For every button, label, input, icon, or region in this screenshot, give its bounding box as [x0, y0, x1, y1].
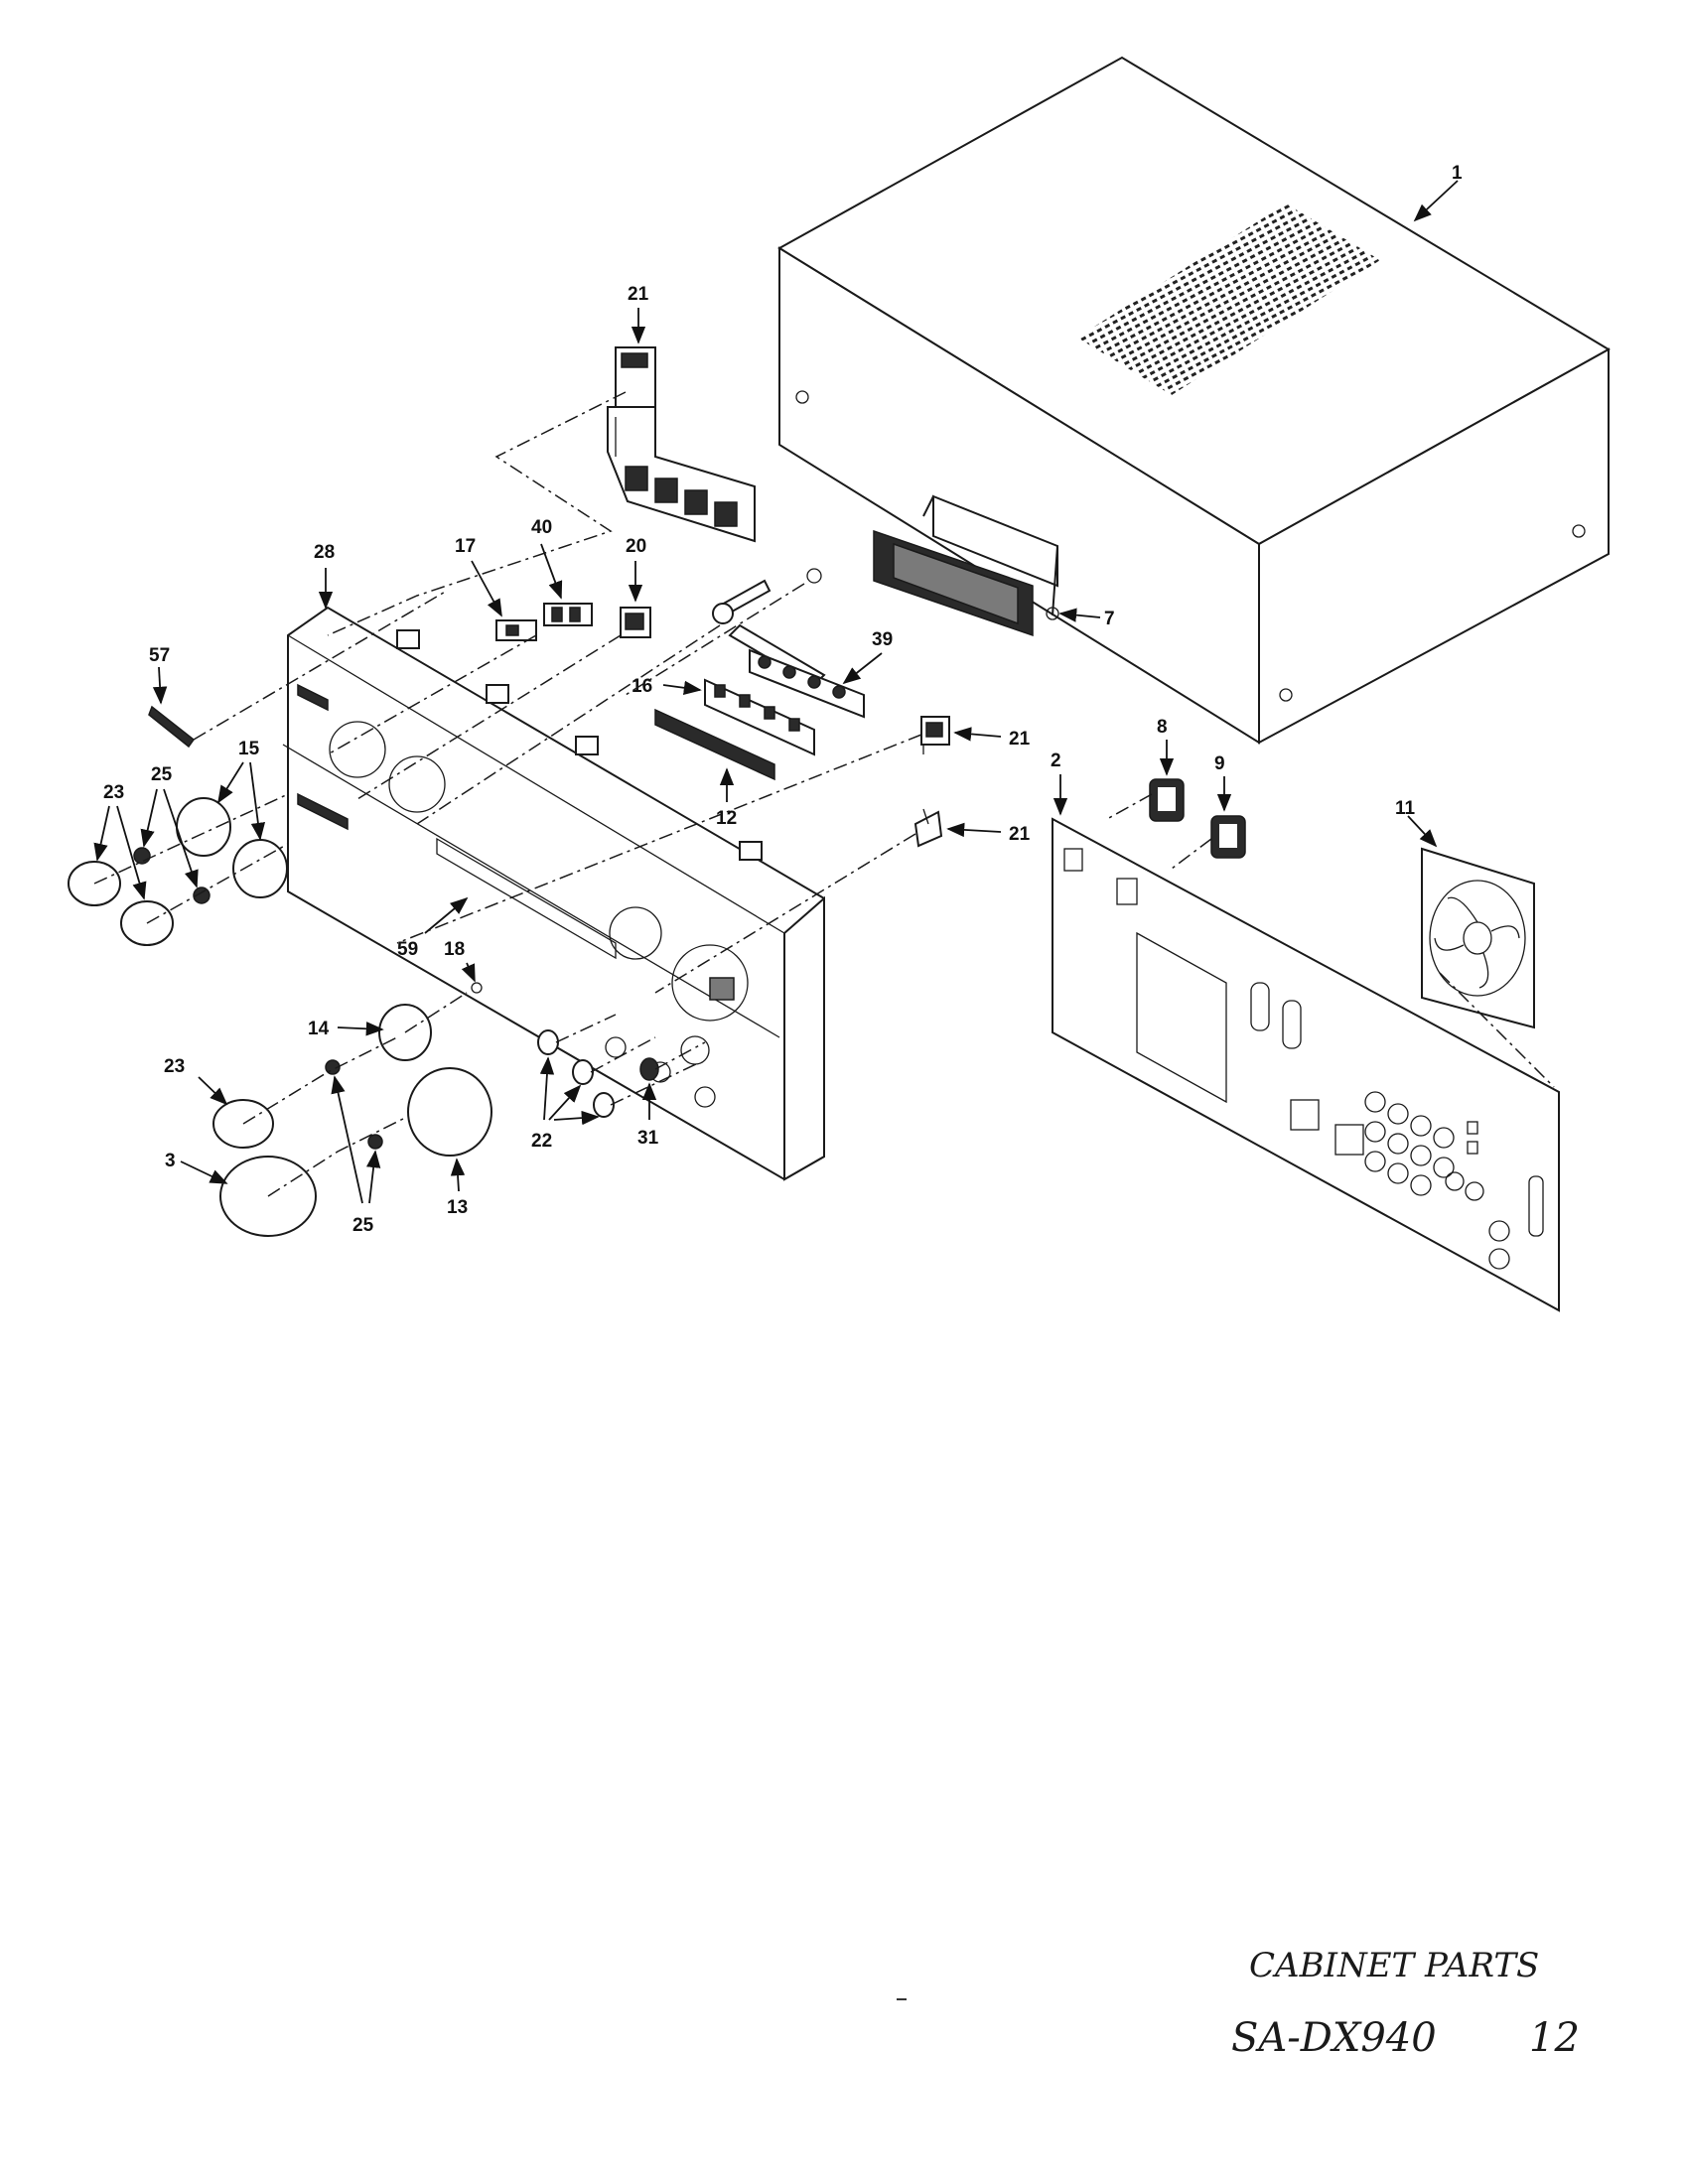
- part-label-17: 17: [455, 536, 476, 557]
- part-1-callout: 1: [1413, 163, 1463, 222]
- part-label-21-top: 21: [628, 284, 649, 305]
- right-switch-lower: [913, 808, 943, 848]
- caption-model: SA-DX940: [1231, 2015, 1437, 2061]
- caption-title: CABINET PARTS: [1249, 1946, 1540, 1985]
- part-31-callout: 31: [637, 1082, 659, 1149]
- part-13-callout: 13: [447, 1158, 468, 1218]
- part-3-callout: 3: [165, 1151, 228, 1184]
- stray-mark: [897, 1998, 907, 2000]
- part-label-14: 14: [308, 1019, 330, 1039]
- part-9-callout: 9: [1214, 753, 1232, 812]
- display-holder-part: [873, 494, 1059, 637]
- left-knobs-part: [68, 797, 288, 946]
- part-label-40: 40: [531, 517, 552, 538]
- part-label-20: 20: [626, 536, 646, 557]
- part-59-callout: 59: [397, 896, 469, 960]
- part-8-callout: 8: [1157, 717, 1175, 776]
- part-label-23-left: 23: [103, 782, 124, 803]
- part-label-8: 8: [1157, 717, 1168, 738]
- part-15-callout: 15: [217, 739, 266, 841]
- part-label-7: 7: [1104, 609, 1115, 629]
- top-cover-part: [777, 56, 1611, 745]
- screw-18-part: [471, 982, 483, 994]
- part-label-9: 9: [1214, 753, 1225, 774]
- part-23-low-callout: 23: [164, 1056, 228, 1106]
- part-label-25-left: 25: [151, 764, 173, 785]
- part-label-21-mid: 21: [1009, 729, 1031, 750]
- part-22-callout: 22: [531, 1056, 600, 1152]
- part-label-15: 15: [238, 739, 260, 759]
- part-57-callout: 57: [149, 645, 170, 705]
- part-21-mid-callout: 21: [953, 727, 1031, 750]
- switch-holder-part: [607, 346, 756, 543]
- part-28-callout: 28: [314, 542, 335, 610]
- part-label-12: 12: [716, 808, 737, 829]
- holder-8-part: [1149, 778, 1185, 822]
- part-25-left-callout: 25: [140, 764, 199, 888]
- part-label-25-low: 25: [352, 1215, 374, 1236]
- part-label-13: 13: [447, 1197, 468, 1218]
- part-16-callout: 16: [632, 676, 702, 697]
- right-switch-upper: [920, 716, 950, 754]
- part-label-11: 11: [1395, 798, 1416, 819]
- cooling-fan-part: [1421, 847, 1535, 1029]
- small-switch-part: [495, 603, 593, 641]
- rear-panel-part: [1052, 817, 1560, 1312]
- part-18-callout: 18: [444, 939, 476, 983]
- part-23-left-callout: 23: [93, 782, 147, 900]
- part-label-2: 2: [1051, 751, 1061, 771]
- part-14-callout: 14: [308, 1019, 384, 1039]
- part-label-31: 31: [637, 1128, 659, 1149]
- caption-page-number: 12: [1529, 2015, 1580, 2061]
- part-40-callout: 40: [531, 517, 563, 600]
- part-7-callout: 7: [1058, 608, 1115, 629]
- part-12-callout: 12: [716, 767, 737, 829]
- part-label-16: 16: [632, 676, 652, 697]
- part-label-39: 39: [872, 629, 893, 650]
- holder-9-part: [1210, 815, 1246, 859]
- part-label-23-low: 23: [164, 1056, 185, 1077]
- front-panel-part: [282, 606, 825, 1181]
- part-label-57: 57: [149, 645, 170, 666]
- part-11-callout: 11: [1395, 798, 1438, 848]
- assembly-lines: [93, 391, 1555, 1197]
- part-17-callout: 17: [455, 536, 502, 617]
- bracket-57-part: [148, 705, 196, 749]
- part-label-22: 22: [531, 1131, 552, 1152]
- part-39-callout: 39: [842, 629, 893, 685]
- part-label-59: 59: [397, 939, 418, 960]
- part-label-21-low: 21: [1009, 824, 1031, 845]
- part-21-top-callout: 21: [628, 284, 649, 344]
- part-label-18: 18: [444, 939, 465, 960]
- part-20-callout: 20: [626, 536, 646, 603]
- part-label-1: 1: [1452, 163, 1463, 184]
- part-2-callout: 2: [1051, 751, 1068, 816]
- button-strip-part: [654, 648, 865, 781]
- part-25-low-callout: 25: [331, 1075, 381, 1236]
- part-21-low-callout: 21: [946, 822, 1031, 845]
- part-label-28: 28: [314, 542, 335, 563]
- part-label-3: 3: [165, 1151, 176, 1171]
